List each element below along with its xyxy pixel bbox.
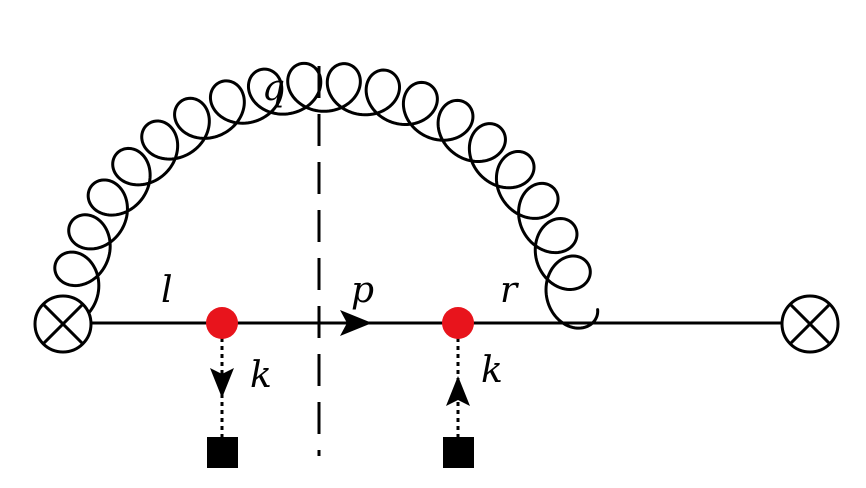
left-quark-momentum-label: l — [161, 270, 173, 311]
left-current-circled-cross-icon — [33, 294, 93, 354]
gluon-line — [45, 61, 600, 330]
right-quark-momentum-label: r — [500, 270, 519, 311]
quark-arrow-icon — [340, 310, 372, 336]
middle-quark-momentum-label: p — [351, 270, 374, 311]
left-vertex — [206, 307, 238, 339]
right-insertion — [443, 330, 474, 468]
left-external-momentum-label: k — [250, 355, 272, 396]
up-arrow-icon — [446, 376, 470, 406]
right-external-momentum-label: k — [481, 350, 503, 391]
right-source-square-icon — [443, 437, 474, 468]
left-insertion — [207, 330, 238, 468]
right-current-circled-cross-icon — [780, 294, 840, 354]
gluon-momentum-label: q — [262, 68, 285, 109]
down-arrow-icon — [210, 368, 234, 398]
right-vertex — [442, 307, 474, 339]
left-source-square-icon — [207, 437, 238, 468]
